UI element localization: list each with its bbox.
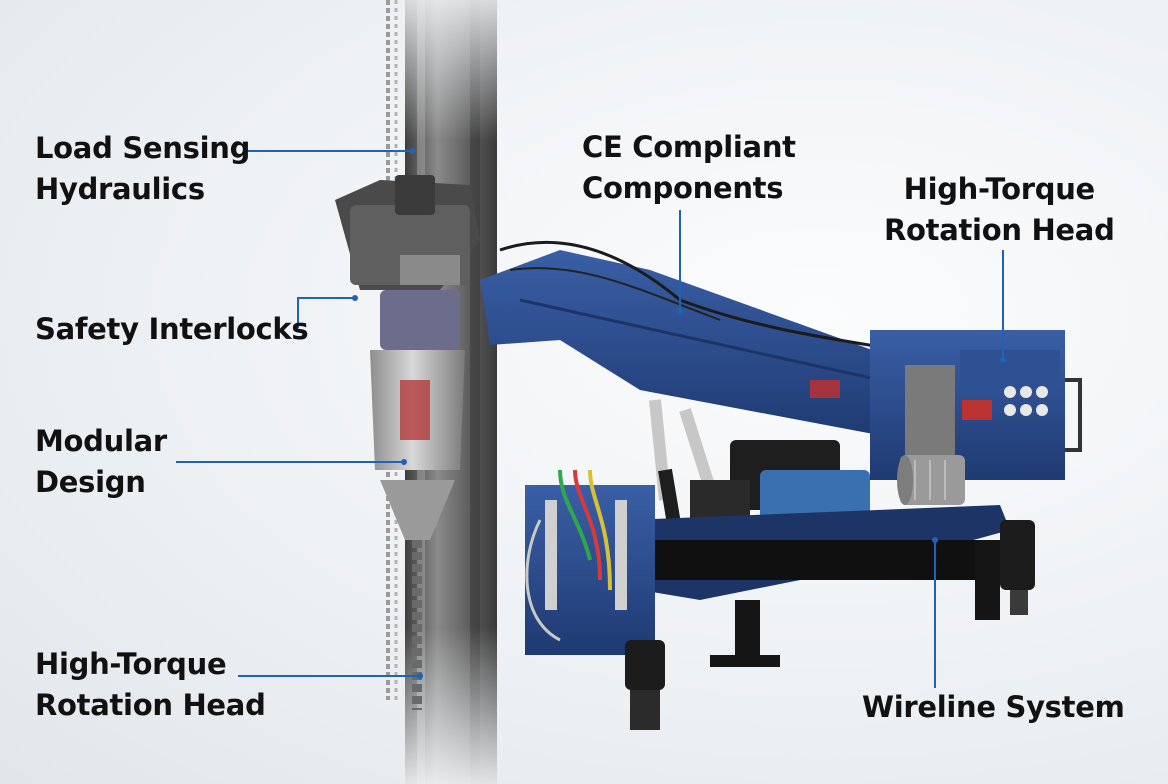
callout-line: Wireline System bbox=[862, 690, 1125, 724]
chassis-frame bbox=[630, 505, 1035, 667]
callout-line: CE Compliant bbox=[582, 130, 796, 164]
callout-safety-interlocks: Safety Interlocks bbox=[35, 309, 309, 350]
callout-line: Modular bbox=[35, 424, 167, 458]
callout-line: High-Torque bbox=[903, 172, 1096, 206]
callout-rotation-head-right: High-Torque Rotation Head bbox=[884, 169, 1115, 251]
leader-lines bbox=[176, 148, 1006, 688]
wireline-drum bbox=[897, 455, 965, 505]
callout-line: Hydraulics bbox=[35, 172, 205, 206]
callout-line: Load Sensing bbox=[35, 131, 251, 165]
rotation-head-assembly bbox=[335, 175, 480, 710]
callout-line: Design bbox=[35, 465, 146, 499]
valve-block bbox=[525, 469, 665, 730]
callout-line: Rotation Head bbox=[35, 688, 266, 722]
control-panel bbox=[870, 330, 1082, 480]
callout-wireline-system: Wireline System bbox=[862, 687, 1125, 728]
callout-load-sensing-hydraulics: Load Sensing Hydraulics bbox=[35, 128, 250, 210]
callout-line: Rotation Head bbox=[884, 213, 1115, 247]
callout-line: Safety Interlocks bbox=[35, 312, 309, 346]
callout-line: High-Torque bbox=[35, 647, 227, 681]
callout-ce-compliant-components: CE Compliant Components bbox=[582, 127, 796, 209]
callout-rotation-head-left: High-Torque Rotation Head bbox=[35, 644, 266, 726]
callout-modular-design: Modular Design bbox=[35, 421, 167, 503]
callout-line: Components bbox=[582, 171, 784, 205]
